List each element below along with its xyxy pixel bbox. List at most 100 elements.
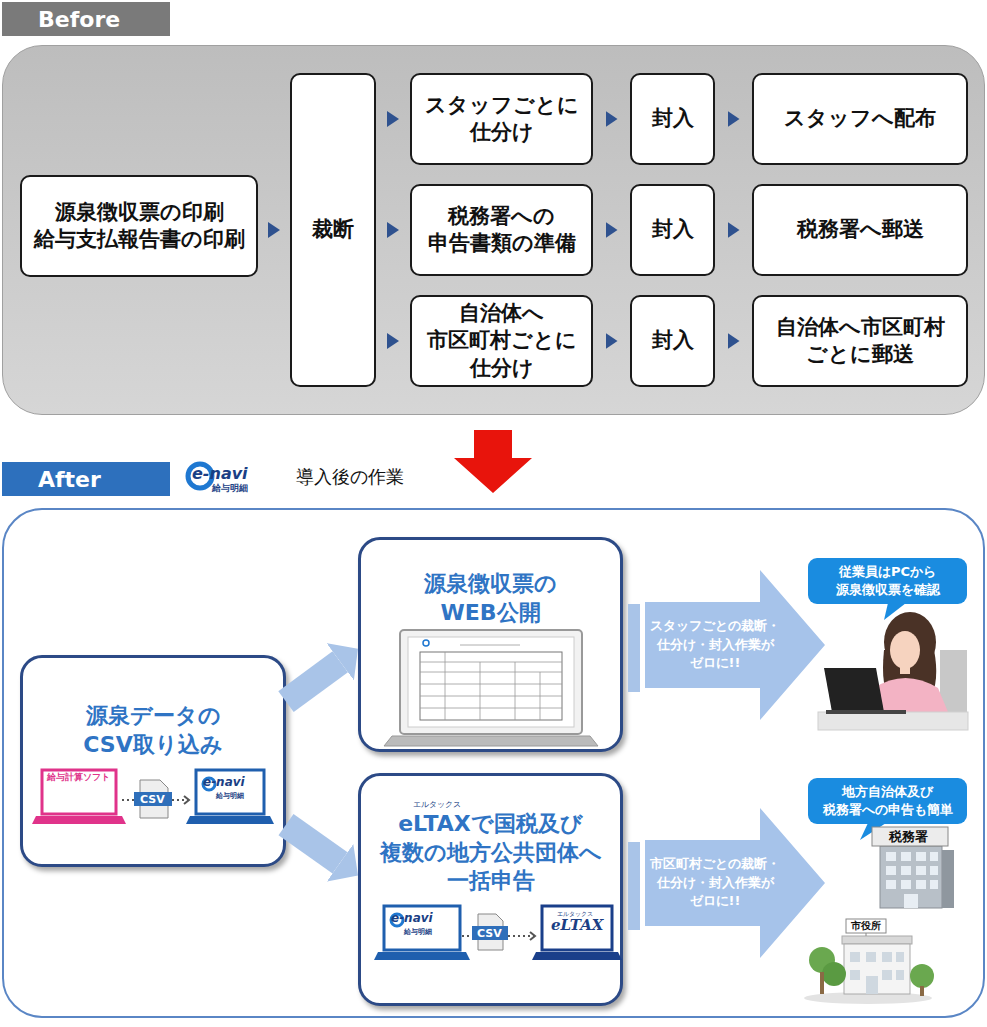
tree <box>822 962 846 986</box>
file-icon <box>478 914 503 950</box>
block-arrow <box>286 825 340 863</box>
employee-illustration <box>818 612 968 730</box>
logo-text: e-navi <box>192 466 248 482</box>
process-box: 税務署へ郵送 <box>752 184 968 276</box>
logo-subtext: 給与明細 <box>212 484 248 493</box>
logo-mark <box>423 640 429 646</box>
bubble-tail <box>860 823 886 840</box>
laptop-screen <box>384 906 460 950</box>
flow-arrow <box>593 119 630 120</box>
document-form <box>420 652 562 720</box>
chair <box>940 650 967 716</box>
node-text: eLTAXで国税及び 複数の地方公共団体へ 一括申告 <box>377 810 605 896</box>
node-text: 自治体へ市区町村 ごとに郵送 <box>760 314 960 369</box>
benefit-arrow: スタッフごとの裁断・ 仕分け・封入作業が ゼロに!! <box>645 570 825 720</box>
transition-arrow <box>454 430 532 493</box>
blouse <box>868 678 948 712</box>
flow-arrow <box>376 341 410 342</box>
node-text: 封入 <box>652 105 694 132</box>
after-panel: 源泉データの CSV取り込み 源泉徴収票の WEB公開スタッフごとの裁断・ 仕分け… <box>2 508 985 1018</box>
process-box: スタッフごとに 仕分け <box>410 73 593 165</box>
process-box: 自治体へ 市区町村ごとに 仕分け <box>410 295 593 387</box>
hair <box>884 612 936 672</box>
file-icon <box>140 780 168 818</box>
node-text: スタッフへ配布 <box>760 105 960 132</box>
step-box: 源泉徴収票の WEB公開 <box>358 537 623 752</box>
node-text: 地方自治体及び 税務署への申告も簡単 <box>813 783 963 818</box>
tax-office-illustration <box>872 827 954 908</box>
flow-arrow <box>593 230 630 231</box>
node-text: 源泉データの CSV取り込み <box>53 702 253 759</box>
tree <box>910 964 934 988</box>
node-text: 源泉徴収票の印刷 給与支払報告書の印刷 <box>26 199 252 254</box>
process-box: 税務署への 申告書類の準備 <box>410 184 593 276</box>
node-text: 裁断 <box>312 216 354 243</box>
before-panel: 源泉徴収票の印刷 給与支払報告書の印刷裁断スタッフごとに 仕分け封入スタッフへ配… <box>2 45 985 415</box>
process-box: 封入 <box>630 184 715 276</box>
sign-board <box>872 827 948 846</box>
dotted-arrow <box>508 935 534 937</box>
process-box: 封入 <box>630 295 715 387</box>
windows <box>886 852 938 908</box>
step-box: 源泉データの CSV取り込み <box>20 655 286 867</box>
laptop-back <box>824 668 884 712</box>
node-text: 封入 <box>652 216 694 243</box>
process-box: スタッフへ配布 <box>752 73 968 165</box>
dotted-arrow <box>462 935 472 937</box>
csv-import-illustration <box>32 770 274 824</box>
dotted-arrow <box>172 799 188 801</box>
process-box: 自治体へ市区町村 ごとに郵送 <box>752 295 968 387</box>
process-box: 封入 <box>630 73 715 165</box>
roof <box>842 936 912 944</box>
hair <box>883 650 936 700</box>
node-text: 封入 <box>652 327 694 354</box>
logo-mark <box>391 914 403 926</box>
laptop-screen <box>42 770 116 814</box>
laptop-base <box>186 816 274 824</box>
dotted-arrow-head <box>184 796 189 804</box>
arrow-shape <box>645 808 825 958</box>
node-text: 自治体へ 市区町村ごとに 仕分け <box>417 300 587 382</box>
bubble-tail <box>884 603 906 620</box>
laptop-base <box>532 952 622 960</box>
city-hall-illustration <box>804 919 934 1004</box>
file-band <box>134 792 172 806</box>
node-text: 税務署へ郵送 <box>760 216 960 243</box>
sign-board <box>846 919 886 933</box>
block-arrow <box>286 662 340 702</box>
flow-arrow <box>376 230 410 231</box>
node-text: スタッフごとに 仕分け <box>417 92 587 147</box>
dotted-arrow-head <box>530 932 535 940</box>
tree <box>809 947 835 973</box>
node-text: 税務署への 申告書類の準備 <box>417 203 587 258</box>
process-box: 源泉徴収票の印刷 給与支払報告書の印刷 <box>20 175 258 277</box>
building <box>844 944 910 994</box>
flow-arrow <box>376 119 410 120</box>
file-band <box>472 926 508 940</box>
flow-arrow <box>258 230 290 231</box>
node-text: 源泉徴収票の WEB公開 <box>396 570 586 627</box>
laptop-screen <box>196 770 264 814</box>
windows <box>850 952 904 994</box>
section-tab: Before <box>2 2 170 36</box>
tree-trunk <box>820 972 824 994</box>
form-lines <box>420 645 562 720</box>
logo-mark <box>188 464 212 488</box>
ground <box>804 992 932 1004</box>
web-laptop-illustration <box>384 630 598 746</box>
divider-bar <box>628 842 640 930</box>
screen-area <box>408 637 574 727</box>
speech-bubble: 地方自治体及び 税務署への申告も簡単 <box>808 778 967 824</box>
neck <box>900 664 910 674</box>
laptop-screen <box>400 630 582 734</box>
node-text: スタッフごとの裁断・ 仕分け・封入作業が ゼロに!! <box>645 617 785 674</box>
sign-post <box>866 933 867 936</box>
building-side <box>942 850 954 908</box>
laptop-screen <box>542 906 612 950</box>
node-text: 従業員はPCから 源泉徴収票を確認 <box>813 563 963 598</box>
laptop-base <box>826 710 906 714</box>
process-box: 裁断 <box>290 73 376 387</box>
divider-bar <box>628 604 640 692</box>
